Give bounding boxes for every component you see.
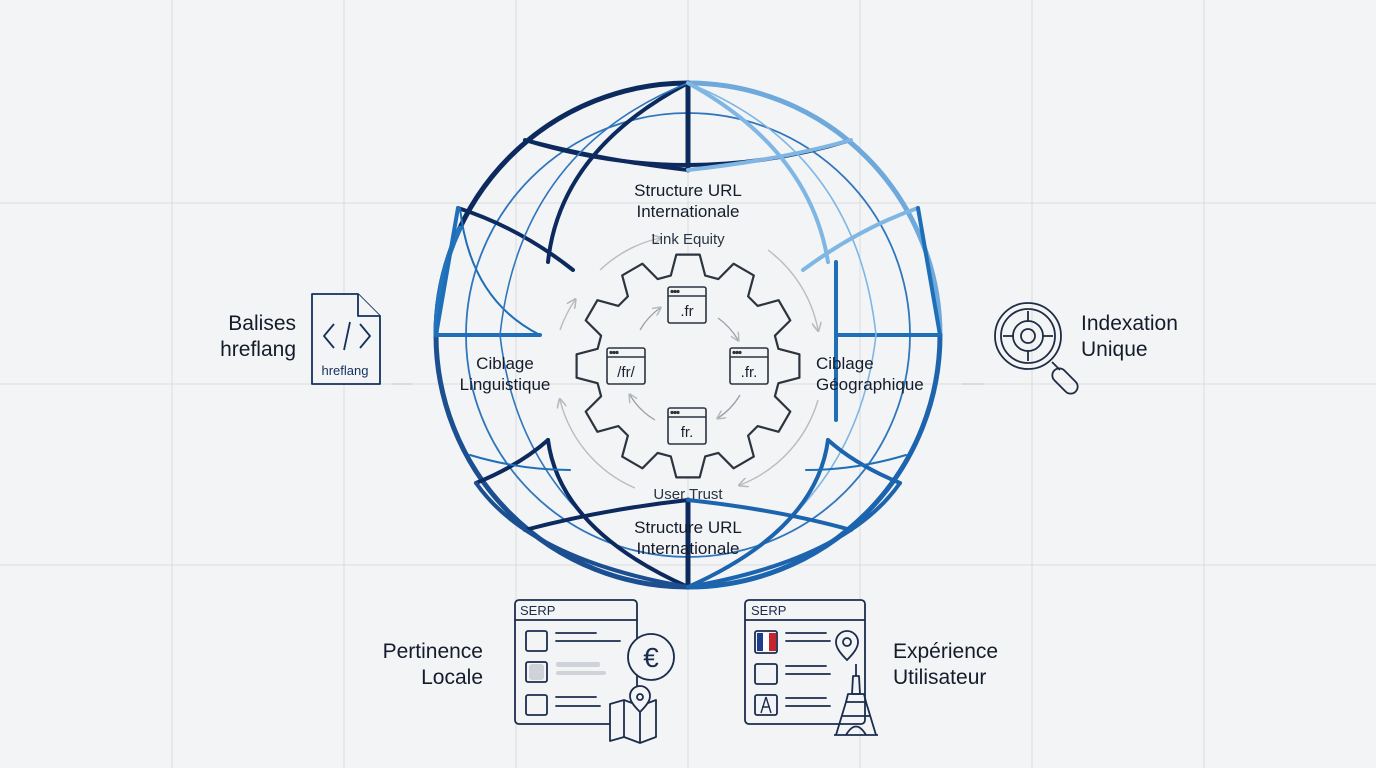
label-experience-utilisateur: Expérience Utilisateur	[893, 639, 1053, 691]
hreflang-icon-text: hreflang	[322, 363, 369, 378]
outer-cycle-arrows	[560, 238, 818, 489]
browser-window-icon-left	[606, 347, 646, 385]
eiffel-tower-icon	[834, 664, 878, 736]
globe	[433, 80, 943, 590]
globe-outline-bottom-left	[433, 332, 691, 590]
label-structure-url-top: Structure URL Internationale	[588, 180, 788, 222]
gear	[575, 253, 801, 479]
euro-coin-icon	[627, 633, 675, 681]
browser-window-icon-bottom	[667, 407, 707, 445]
label-pertinence-line1: Pertinence	[382, 640, 483, 663]
label-structure-url-bottom: Structure URL Internationale	[588, 517, 788, 559]
label-balises-line1: Balises	[228, 312, 296, 335]
hreflang-document-icon	[311, 293, 381, 385]
label-balises-hreflang: Balises hreflang	[180, 311, 296, 363]
label-indexation-line2: Unique	[1081, 338, 1148, 361]
url-label-top: .fr	[680, 303, 693, 320]
label-experience-line1: Expérience	[893, 640, 999, 663]
label-balises-line2: hreflang	[220, 338, 296, 361]
browser-window-icon-right	[729, 347, 769, 385]
label-ciblage-geographique: Ciblage Géographique	[810, 353, 956, 395]
magnifier-target-icon	[994, 302, 1079, 395]
label-pertinence-line2: Locale	[421, 666, 483, 689]
french-flag-icon	[757, 633, 776, 651]
label-experience-line2: Utilisateur	[893, 666, 987, 689]
label-ciblage-geo-line2: Géographique	[816, 375, 924, 394]
location-pin-icon	[835, 630, 859, 662]
url-label-right: .fr.	[741, 364, 758, 381]
serp-title-right: SERP	[751, 603, 786, 618]
label-structure-top-line2: Internationale	[636, 202, 740, 221]
url-label-bottom: fr.	[681, 424, 694, 441]
label-ciblage-geo-line1: Ciblage	[816, 354, 874, 373]
small-eiffel-icon	[760, 696, 772, 714]
label-ciblage-ling-line2: Linguistique	[459, 375, 551, 394]
label-pertinence-locale: Pertinence Locale	[340, 639, 483, 691]
label-link-equity: Link Equity	[651, 231, 725, 248]
euro-symbol: €	[643, 642, 659, 673]
label-structure-top-line1: Structure URL	[634, 181, 742, 200]
label-structure-bottom-line2: Internationale	[636, 539, 740, 558]
globe-outline-top-right	[685, 80, 943, 338]
label-structure-bottom-line1: Structure URL	[634, 518, 742, 537]
globe-outline-bottom-right	[685, 332, 943, 590]
url-label-left: /fr/	[617, 364, 635, 381]
label-indexation-line1: Indexation	[1081, 312, 1178, 335]
map-pin-icon	[609, 685, 657, 744]
inner-cycle-arrows	[630, 308, 741, 421]
blurred-result-row	[529, 662, 606, 680]
browser-window-icon-top	[667, 286, 707, 324]
label-user-trust: User Trust	[653, 486, 723, 503]
label-ciblage-ling-line1: Ciblage	[476, 354, 534, 373]
serp-title-left: SERP	[520, 603, 555, 618]
label-indexation-unique: Indexation Unique	[1081, 311, 1241, 363]
label-ciblage-linguistique: Ciblage Linguistique	[440, 353, 570, 395]
